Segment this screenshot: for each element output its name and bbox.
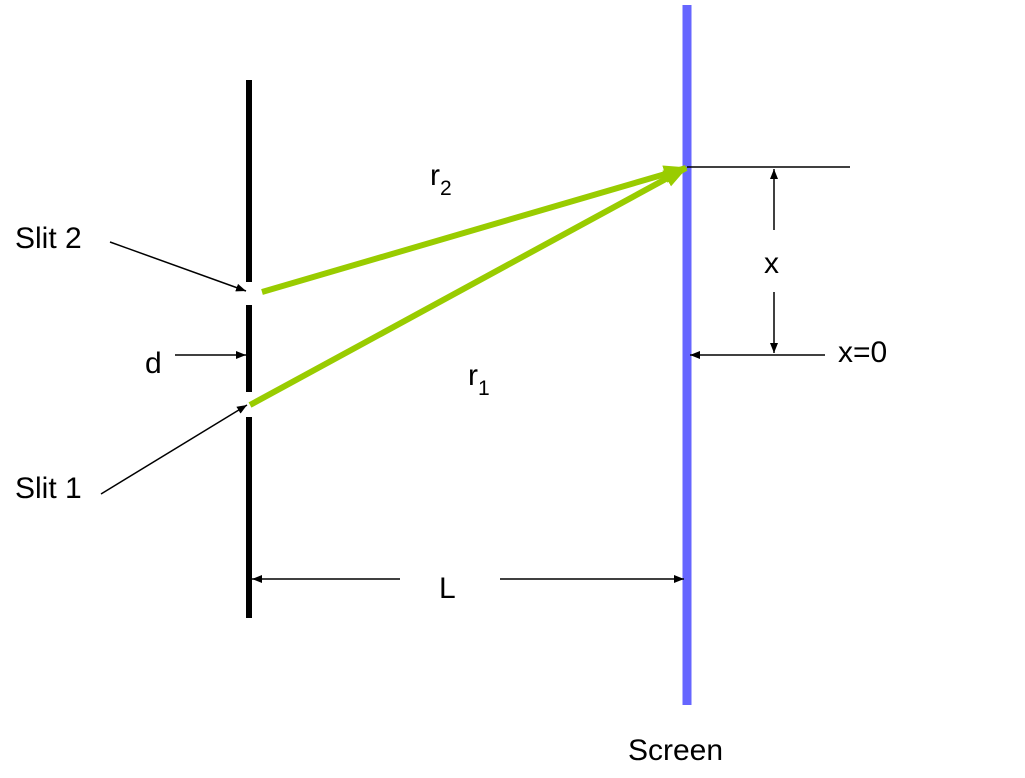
ray-r2 [261,165,688,295]
r2-label: r2 [430,159,452,200]
r1-label-base: r [468,359,478,392]
slit2-label: Slit 2 [15,222,82,255]
x-label: x [764,247,779,280]
screen-label: Screen [628,734,723,767]
d-label: d [145,347,162,380]
L-label: L [439,572,456,605]
r1-label: r1 [468,359,490,400]
x0-label: x=0 [838,336,887,369]
r1-label-subscript: 1 [478,377,490,400]
ray-r1 [248,165,688,408]
r2-label-base: r [430,159,440,192]
slit1-pointer-arrow [100,404,248,495]
slit2-pointer-arrow [109,241,247,292]
r2-label-subscript: 2 [440,177,452,200]
slit1-label: Slit 1 [15,472,82,505]
